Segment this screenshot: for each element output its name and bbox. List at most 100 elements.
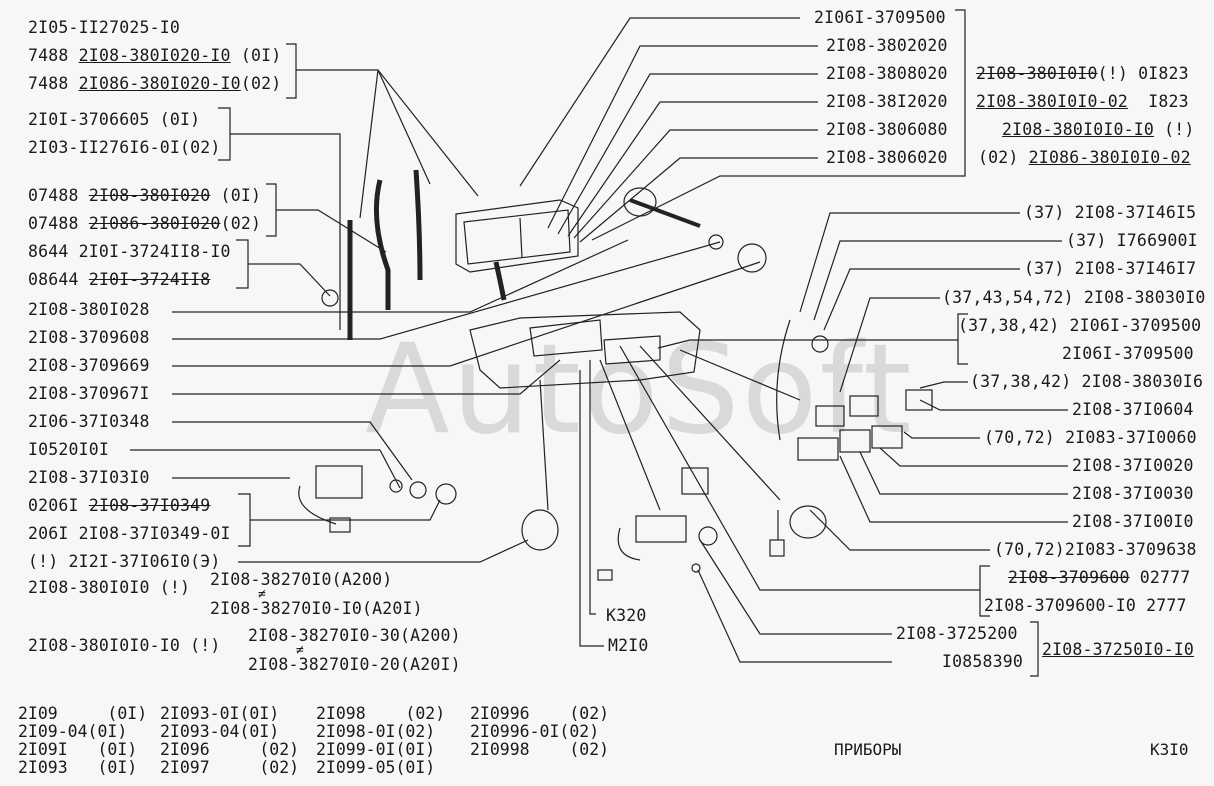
part-label: 2I08-370967I [28, 384, 150, 403]
part-label: I0858390 [942, 652, 1024, 671]
part-number: 2I08-380I0I0-I0 [1002, 120, 1155, 139]
part-label: 2I08-3709600 02777 [1008, 568, 1190, 588]
part-label: (!) 2I2I-37I06I0(Э) [28, 552, 221, 571]
model-cell: 2I0998 (02) [470, 740, 610, 759]
part-label: 2I08-3806020 [826, 148, 948, 167]
part-label: 2I08-37I03I0 [28, 468, 150, 487]
bracket [286, 43, 297, 99]
part-label: 2I08-380I0I0 (!) [28, 578, 191, 597]
dashboard-panel [469, 311, 701, 389]
model-cell: 2I096 (02) [160, 740, 300, 759]
obsolete-part-number: 2I08-380I020 [88, 186, 211, 205]
part-label: (70,72)2I083-3709638 [994, 540, 1197, 559]
part-label: 2I08-38270I0-30(A200) [248, 626, 461, 645]
model-cell: 2I093-04(0I) [160, 722, 280, 741]
label-suffix: I823 [1128, 92, 1189, 111]
model-cell: 2I0996 (02) [470, 704, 610, 723]
obsolete-part-number: 2I08-37I0349 [88, 496, 211, 515]
label-suffix: (!) [1154, 120, 1195, 139]
part-label: 2I08-3709600-I0 2777 [984, 596, 1187, 615]
not-equal-sign: ≠ [296, 643, 305, 658]
page-code: К3I0 [1150, 740, 1189, 759]
obsolete-part-number: 2I086-380I020 [88, 214, 221, 233]
part-label: 2I08-37I0030 [1072, 484, 1194, 503]
part-label: (70,72) 2I083-37I0060 [984, 428, 1197, 447]
part-label: 2I03-II276I6-0I(02) [28, 138, 221, 157]
part-label: 07488 2I08-380I020 (0I) [28, 186, 261, 206]
part-label: M2I0 [608, 636, 649, 655]
label-prefix: 07488 [28, 186, 89, 205]
part-number: 2I08-380I020-I0 [78, 46, 231, 65]
part-label: 2I08-380I028 [28, 300, 150, 319]
part-label: 08644 2I0I-3724II8 [28, 270, 210, 290]
label-prefix: 7488 [28, 46, 79, 65]
part-label: 2I08-380I0I0-I0 (!) [1002, 120, 1195, 140]
part-label: 7488 2I086-380I020-I0(02) [28, 74, 281, 94]
part-label: 2I08-37I00I0 [1072, 512, 1194, 531]
part-label: 2I08-380I0I0-02 I823 [976, 92, 1189, 112]
part-label: 2I05-II27025-I0 [28, 18, 181, 37]
model-cell: 2I09-04(0I) [18, 722, 128, 741]
label-suffix: (02) [220, 214, 262, 233]
part-label: 2I08-3808020 [826, 64, 948, 83]
model-cell: 2I099-0I(0I) [316, 740, 436, 759]
not-equal-sign: ≠ [258, 587, 267, 602]
label-prefix: 0206I [28, 496, 89, 515]
model-cell: 2I098-0I(02) [316, 722, 436, 741]
part-label: (37) 2I08-37I46I7 [1024, 259, 1197, 278]
label-suffix: (02) [240, 74, 282, 93]
part-label: 2I08-38270I0-20(A20I) [248, 655, 461, 674]
part-label: 2I08-37I0020 [1072, 456, 1194, 475]
part-number: 2I08-380I0I0-02 [976, 92, 1129, 111]
model-cell: 2I093 (0I) [18, 758, 138, 777]
model-cell: 2I098 (02) [316, 704, 446, 723]
model-cell: 2I0996-0I(02) [470, 722, 600, 741]
instrument-cluster [455, 199, 579, 273]
part-label: (37,38,42) 2I08-38030I6 [970, 372, 1204, 391]
part-label: 2I06-37I0348 [28, 412, 150, 431]
part-label: (02) 2I086-380I0I0-02 [978, 148, 1191, 168]
part-label: (37) I766900I [1066, 231, 1198, 250]
obsolete-part-number: 2I0I-3724II8 [88, 270, 211, 289]
model-cell: 2I09I (0I) [18, 740, 138, 759]
part-label: 2I08-3725200 [896, 624, 1018, 643]
label-prefix: 07488 [28, 214, 89, 233]
obsolete-part-number: 2I08-380I0I0 [976, 64, 1098, 83]
label-suffix: (0I) [210, 186, 262, 205]
part-label: 2I08-380I0I0(!) 0I823 [976, 64, 1189, 84]
part-label: 2I08-38I2020 [826, 92, 948, 111]
part-label: 2I08-3709608 [28, 328, 150, 347]
part-label: 2I08-3806080 [826, 120, 948, 139]
label-suffix: (0I) [230, 46, 282, 65]
part-label: 2I08-380I0I0-I0 (!) [28, 636, 221, 655]
label-prefix: (02) [978, 148, 1029, 167]
part-label: K320 [606, 606, 647, 625]
part-label: I0520I0I [28, 440, 110, 459]
part-label: 2I08-37250I0-I0 [1042, 640, 1195, 659]
part-label: (37,38,42) 2I06I-3709500 [958, 316, 1202, 335]
model-cell: 2I09 (0I) [18, 704, 148, 723]
bracket [591, 9, 966, 241]
obsolete-part-number: 2I08-3709600 [1008, 568, 1130, 587]
model-cell: 2I093-0I(0I) [160, 704, 280, 723]
part-label: 07488 2I086-380I020(02) [28, 214, 261, 234]
part-label: 206I 2I08-37I0349-0I [28, 524, 231, 543]
label-prefix: 7488 [28, 74, 79, 93]
model-cell: 2I097 (02) [160, 758, 300, 777]
label-suffix: 02777 [1129, 568, 1191, 587]
part-label: 2I08-38270I0-I0(A20I) [210, 599, 423, 618]
label-prefix: 08644 [28, 270, 89, 289]
part-label: 2I08-3709669 [28, 356, 150, 375]
part-label: 0206I 2I08-37I0349 [28, 496, 210, 516]
watermark: AutoSoft [365, 318, 914, 462]
part-label: (37,43,54,72) 2I08-38030I0 [942, 288, 1206, 307]
part-label: 2I06I-3709500 [814, 8, 946, 27]
part-label: 2I06I-3709500 [1062, 344, 1194, 363]
model-cell: 2I099-05(0I) [316, 758, 436, 777]
part-label: 2I08-37I0604 [1072, 400, 1194, 419]
label-suffix: (!) 0I823 [1097, 64, 1189, 83]
part-label: (37) 2I08-37I46I5 [1024, 203, 1197, 222]
part-label: 8644 2I0I-3724II8-I0 [28, 242, 231, 261]
part-number: 2I086-380I0I0-02 [1028, 148, 1191, 167]
